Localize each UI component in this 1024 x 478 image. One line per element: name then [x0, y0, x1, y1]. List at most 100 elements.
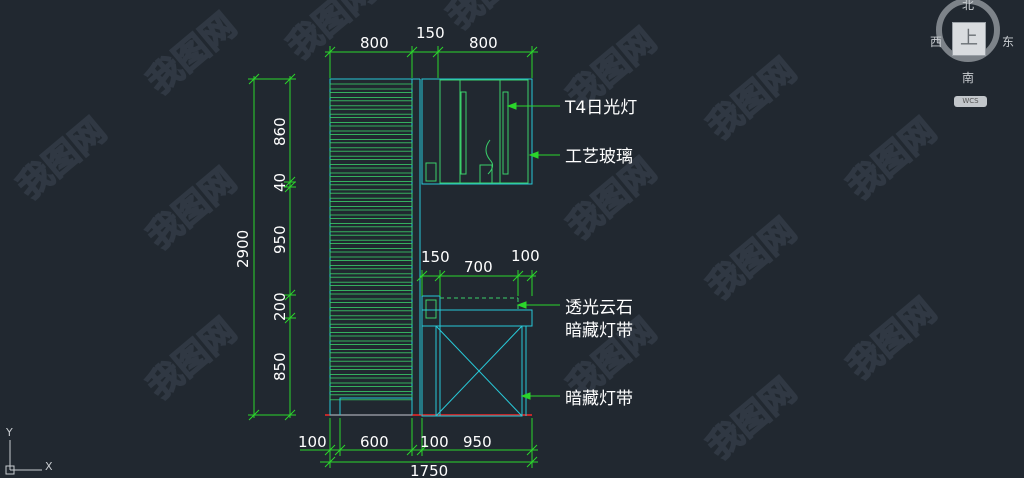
label-art-glass: 工艺玻璃 — [565, 147, 633, 167]
slat — [329, 167, 413, 174]
slat — [329, 100, 413, 107]
watermark-text: 我图网 — [140, 6, 244, 102]
watermark-text: 我图网 — [440, 0, 544, 37]
arrow-onyx — [516, 301, 527, 309]
dim-bottom-100a: 100 — [298, 433, 327, 451]
slat — [329, 276, 413, 283]
slat — [329, 352, 413, 359]
slat — [329, 133, 413, 140]
slat — [329, 394, 413, 401]
onyx-panel — [421, 295, 441, 417]
dimension-layer — [248, 46, 538, 468]
dim-bottom-100b: 100 — [420, 433, 449, 451]
slat — [329, 83, 413, 90]
label-onyx: 透光云石 — [565, 298, 633, 318]
slat — [329, 209, 413, 216]
watermark-text: 我图网 — [700, 211, 804, 307]
ucs-icon: Y X — [5, 426, 53, 475]
dim-bottom-600: 600 — [360, 433, 389, 451]
dim-top-2: 150 — [416, 24, 445, 42]
watermark-text: 我图网 — [140, 161, 244, 257]
slat — [329, 226, 413, 233]
upper-cabinet-inner — [439, 79, 529, 184]
dim-left-850: 850 — [271, 352, 289, 381]
dim-counter-100: 100 — [511, 247, 540, 265]
arrow-t4 — [506, 102, 517, 110]
t4-light-right — [502, 91, 509, 175]
slat — [329, 385, 413, 392]
dim-counter-150: 150 — [421, 248, 450, 266]
slat — [329, 159, 413, 166]
switch-box — [425, 162, 437, 182]
compass-ring[interactable] — [936, 0, 1000, 62]
tall-panel-outline — [329, 78, 413, 416]
watermark-text: 我图网 — [840, 111, 944, 207]
dim-top-3: 800 — [469, 34, 498, 52]
arrow-strip — [520, 392, 531, 400]
compass-north[interactable]: 北 — [962, 0, 975, 12]
onyx-panel-inner — [425, 299, 437, 319]
watermark-text: 我图网 — [10, 111, 114, 207]
cross-2 — [435, 325, 523, 417]
wood-slats — [329, 83, 413, 401]
dim-left-total: 2900 — [234, 230, 252, 268]
slat — [329, 108, 413, 115]
slat — [329, 117, 413, 123]
slat — [329, 125, 413, 132]
slat — [329, 268, 413, 275]
upper-cabinet-outline — [421, 78, 533, 185]
view-cube-top-face[interactable]: 上 — [952, 22, 986, 56]
watermark-text: 我图网 — [700, 371, 804, 467]
panel-base — [339, 397, 413, 416]
slat — [329, 310, 413, 317]
slat — [329, 335, 413, 342]
slat — [329, 184, 413, 191]
annotations: T4日光灯 工艺玻璃 透光云石 暗藏灯带 暗藏灯带 — [506, 98, 637, 409]
arrow-glass — [528, 151, 539, 159]
slat — [329, 285, 413, 292]
compass-south[interactable]: 南 — [962, 71, 975, 85]
dim-left-40: 40 — [271, 173, 289, 192]
slat — [329, 201, 413, 208]
wcs-menu-button[interactable]: WCS — [954, 96, 987, 107]
slat — [329, 318, 413, 325]
slat — [329, 377, 413, 384]
dim-left-860: 860 — [271, 117, 289, 146]
slat — [329, 369, 413, 376]
slat — [329, 234, 413, 241]
slat — [329, 92, 413, 98]
slat — [329, 142, 413, 149]
compass-west[interactable]: 西 — [930, 35, 943, 49]
slat — [329, 243, 413, 250]
label-hidden-strip-1: 暗藏灯带 — [565, 321, 633, 341]
compass-east[interactable]: 东 — [1002, 35, 1015, 49]
dim-left-950: 950 — [271, 225, 289, 254]
lamp-cord — [485, 139, 494, 175]
view-cube[interactable]: 上 北 南 西 东 WCS — [930, 0, 1016, 112]
slat — [329, 217, 413, 224]
slat — [329, 251, 413, 258]
slat — [329, 259, 413, 266]
ucs-y-label: Y — [5, 426, 13, 439]
watermark-text: 我图网 — [700, 51, 804, 147]
ucs-x-label: X — [45, 460, 53, 473]
lamp-box — [479, 164, 493, 184]
base-cabinet — [435, 325, 523, 417]
slat — [329, 360, 413, 367]
dimension-texts: 800 150 800 860 40 950 200 850 2900 150 … — [234, 24, 540, 478]
watermark-text: 我图网 — [140, 311, 244, 407]
elevation-drawing — [325, 78, 533, 417]
dim-bottom-total: 1750 — [410, 462, 448, 478]
label-hidden-strip-2: 暗藏灯带 — [565, 389, 633, 409]
dim-bottom-950: 950 — [463, 433, 492, 451]
slat — [329, 175, 413, 182]
label-t4-light: T4日光灯 — [564, 98, 637, 118]
dim-top-1: 800 — [360, 34, 389, 52]
slat — [329, 301, 413, 308]
watermark-layer: 我图网我图网我图网我图网我图网我图网我图网我图网我图网我图网我图网我图网我图网我… — [9, 0, 944, 468]
slat — [329, 343, 413, 350]
slat — [329, 150, 413, 157]
t4-light-left — [460, 91, 467, 175]
